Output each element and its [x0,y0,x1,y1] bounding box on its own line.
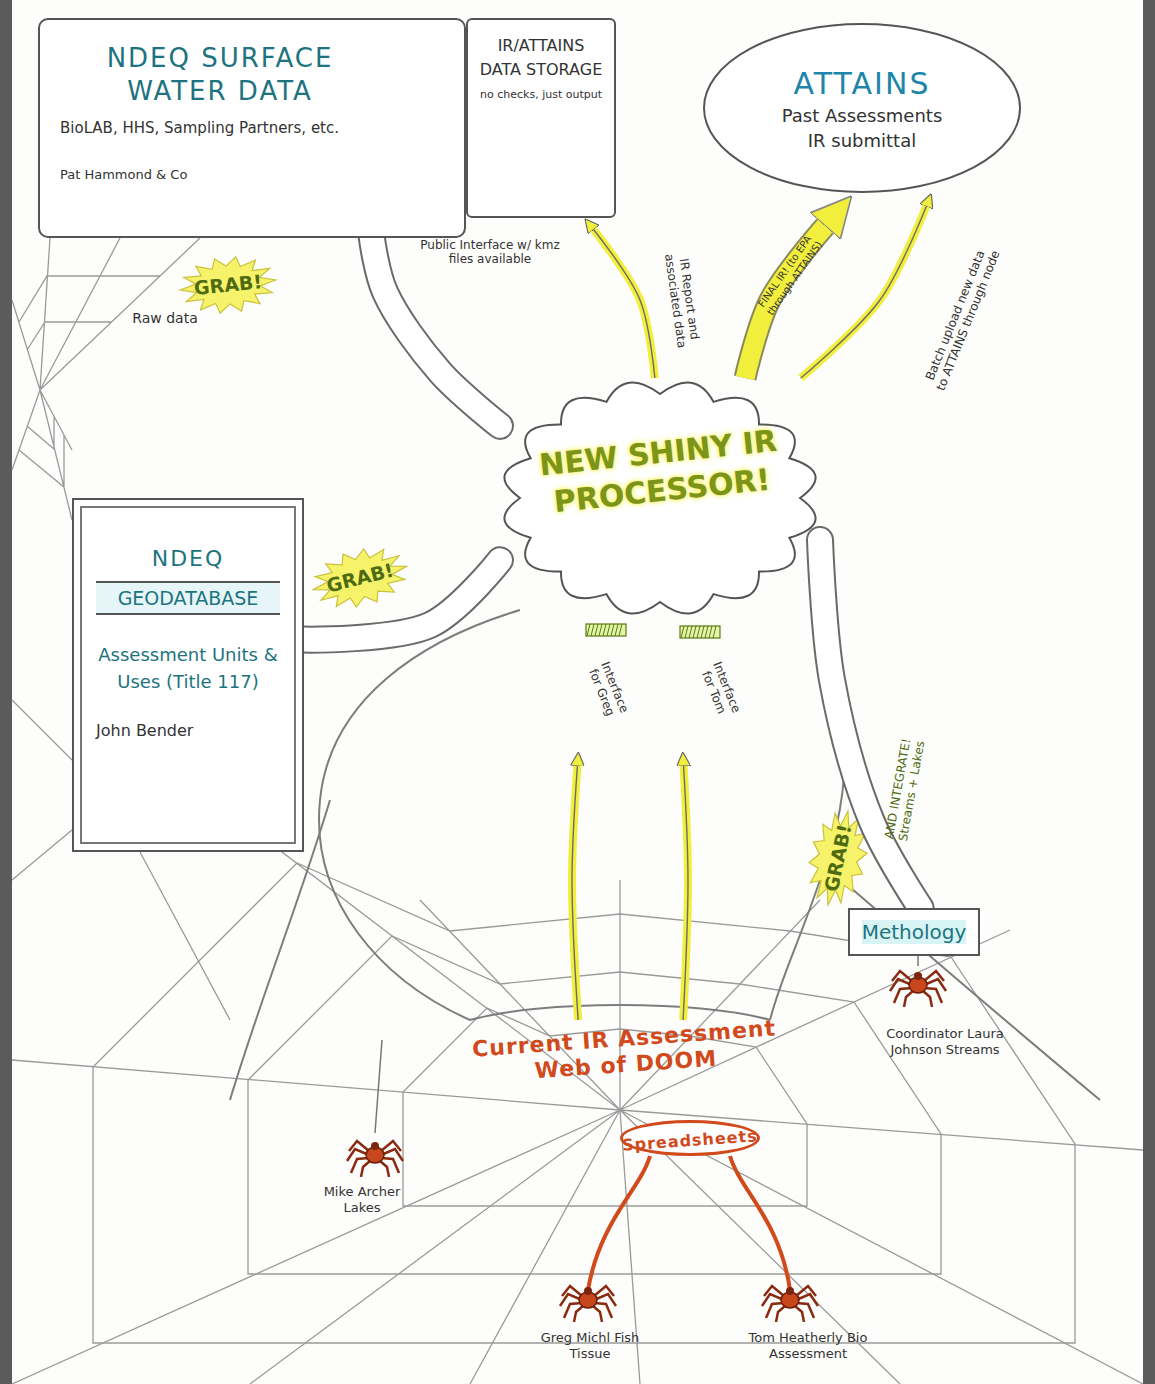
flow-arrow [594,230,655,378]
spreadsheet-oval: Spreadsheets [620,1120,760,1156]
spider [347,1141,403,1177]
note-label: Public Interface w/ kmz files available [415,238,565,267]
node-content: NDEQ GEODATABASE Assessment Units & Uses (… [96,546,280,740]
spider-thread [588,1156,790,1290]
node-text: Assessment Units & Uses (Title 117) [96,641,280,695]
grab-burst [177,253,278,317]
node-text: IR/ATTAINS DATA STORAGE [478,34,604,82]
arrow-line [683,766,688,1020]
processor-cloud: NEW SHINY IR PROCESSOR! [500,378,820,752]
flow-arrow [801,207,926,378]
cloud-shape [504,382,815,613]
arrow-line [594,230,655,378]
node-text: Current IR Assessment Web of DOOM [459,1015,792,1091]
edge-label: IR Report and associated data [658,229,706,372]
node-text: GEODATABASE [96,581,280,615]
node-text: Past Assessments [782,105,943,126]
node-content: ATTAINS Past Assessments IR submittal [702,22,1022,194]
body-outline [319,610,520,1020]
edge-label: Batch upload new data to ATTAINS through… [921,243,1004,393]
interface-hatch [681,626,716,638]
node-text: Pat Hammond & Co [60,167,444,182]
note-label: Mike Archer Lakes [307,1184,417,1215]
grab-label: GRAB! [182,269,274,301]
node-content: Methology [862,920,967,944]
note-label: Tom Heatherly Bio Assessment [743,1330,873,1361]
node-content: NDEQ SURFACE WATER DATA BioLAB, HHS, Samp… [60,42,444,182]
creature-leg [230,800,1100,1100]
node-text: BioLAB, HHS, Sampling Partners, etc. [60,119,444,137]
grabbing-arm [372,238,500,426]
note-label: Interface for Greg [583,655,634,725]
web-ring [403,1008,807,1206]
spider [560,1286,616,1322]
ellipse-shape [704,24,1020,192]
flow-arrow [683,766,688,1020]
spider-web [12,238,1143,1384]
node-content: IR/ATTAINS DATA STORAGE no checks, just o… [478,34,604,101]
node-text: IR submittal [808,130,916,151]
spider-thread [375,956,918,1133]
note-label: Coordinator Laura Johnson Streams [880,1026,1010,1057]
node-text: John Bender [96,721,280,740]
grab-label: GRAB! [817,812,858,905]
grab-burst [307,540,413,616]
arrow-highlight [683,766,688,1020]
interface-pad [586,624,626,636]
data-source-box: NDEQ SURFACE WATER DATA BioLAB, HHS, Samp… [38,18,466,238]
node-text: Spreadsheets [622,1127,759,1156]
spider [762,1286,818,1322]
node-content: Spreadsheets [622,1125,758,1150]
node-text: no checks, just output [478,88,604,101]
system-ellipse: ATTAINS Past Assessments IR submittal [702,22,1022,194]
node-text: Methology [862,920,967,944]
node-text: ATTAINS [794,66,931,101]
node-content: Current IR Assessment Web of DOOM [460,1020,790,1079]
database-box: NDEQ GEODATABASE Assessment Units & Uses (… [72,498,304,852]
paper [12,0,1143,1384]
web-text-area: Current IR Assessment Web of DOOM Spreads… [460,1020,790,1165]
note-label: Raw data [120,310,210,327]
interface-hatch [587,624,622,636]
web-ring [93,863,1075,1343]
edge-label: FINAL IR! (to EPA through ATTAINS) [746,219,834,331]
note-label: Interface for Tom [695,655,746,725]
web-spokes [12,820,1143,1384]
note-label: AND INTEGRATE! Streams + Lakes [880,723,931,856]
arrow-line [801,207,926,378]
grab-label: GRAB! [314,556,407,600]
arm-outline [372,238,500,426]
arrow-line [572,766,578,1020]
arrow-highlight [801,207,926,378]
arrow-highlight [572,766,578,1020]
spider [890,971,946,1007]
node-text: NDEQ SURFACE WATER DATA [60,42,380,107]
interface-pad [680,626,720,638]
flow-arrow [572,766,578,1020]
node-text: NDEQ [96,546,280,571]
arm-fill [372,238,500,426]
creature-body [230,560,1100,1100]
note-label: Greg Michl Fish Tissue [530,1330,650,1361]
storage-box: IR/ATTAINS DATA STORAGE no checks, just o… [466,18,616,218]
body-outline [470,1005,770,1020]
method-box: Methology [848,908,980,956]
arrow-highlight [594,230,655,378]
web-ring [248,936,941,1274]
